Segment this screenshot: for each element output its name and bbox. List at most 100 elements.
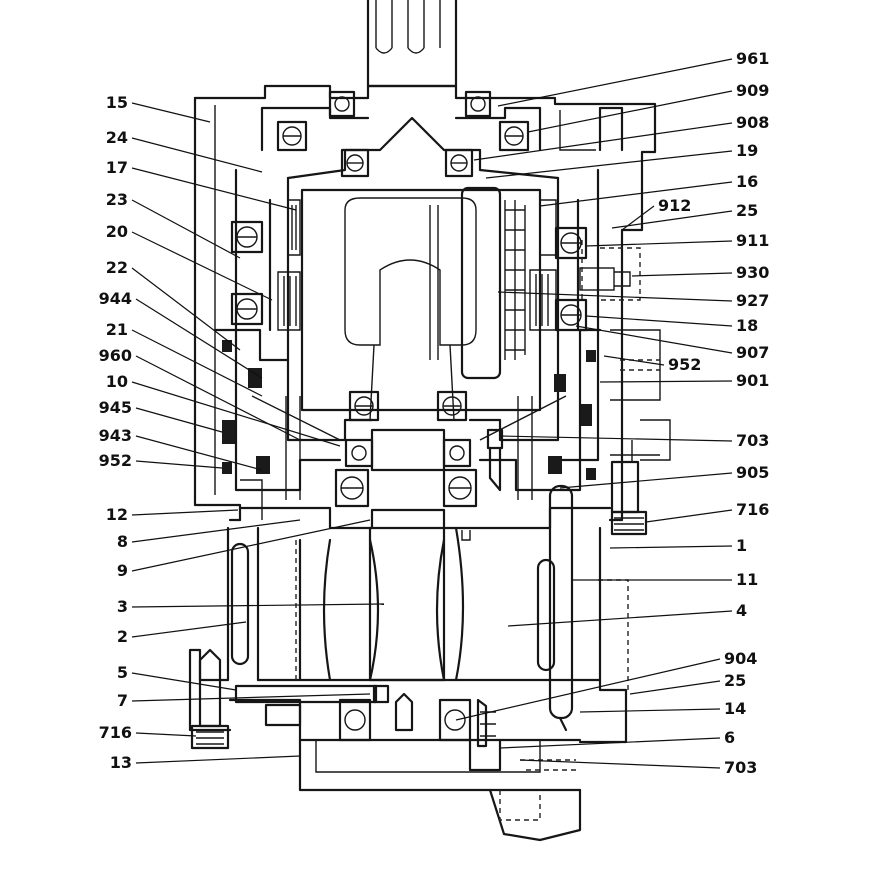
- leader-line: [135, 298, 263, 379]
- part-label: 18: [736, 316, 758, 335]
- leader-line: [131, 603, 385, 608]
- bearing-18: [554, 298, 588, 332]
- leader-line: [609, 545, 733, 549]
- part-label: 1: [736, 536, 747, 555]
- upper-housing: [193, 84, 657, 522]
- part-label: 14: [724, 699, 746, 718]
- output-shaft: [366, 0, 458, 88]
- part-label: 943: [99, 426, 132, 445]
- leader-line: [135, 435, 263, 471]
- part-label: 19: [736, 141, 758, 160]
- part-label: 10: [106, 372, 128, 391]
- bearing-small-right: [442, 438, 472, 468]
- bearing-small-left: [344, 438, 374, 468]
- leader-line: [497, 58, 733, 107]
- leader-line: [599, 380, 733, 383]
- leader-line: [131, 381, 341, 447]
- part-label: 912: [658, 196, 691, 215]
- part-label: 952: [668, 355, 701, 374]
- part-labels: 1524172320229442196010945943952128932577…: [99, 49, 770, 777]
- leader-line: [135, 355, 301, 441]
- leader-line: [611, 210, 733, 229]
- left-ring-gear: [234, 168, 301, 362]
- part-label: 25: [724, 671, 746, 690]
- part-label: 3: [117, 597, 128, 616]
- part-label: 7: [117, 691, 128, 710]
- part-label: 961: [736, 49, 769, 68]
- part-label: 16: [736, 172, 758, 191]
- leader-line: [131, 329, 263, 397]
- leader-line: [629, 680, 721, 695]
- bearing-lower-right: [442, 468, 478, 508]
- part-label: 911: [736, 231, 769, 250]
- leader-line: [135, 460, 223, 469]
- leader-line: [131, 231, 273, 301]
- leader-line: [559, 472, 733, 489]
- bearing-908-left: [340, 148, 370, 178]
- leader-line: [507, 610, 733, 627]
- leader-line: [519, 759, 721, 769]
- part-label: 952: [99, 451, 132, 470]
- part-label: 23: [106, 190, 128, 209]
- lower-housing: [188, 526, 629, 842]
- part-label: 716: [99, 723, 132, 742]
- part-label: 4: [736, 601, 747, 620]
- leader-line: [631, 272, 733, 277]
- leader-line: [539, 181, 733, 207]
- part-label: 22: [106, 258, 128, 277]
- leader-line: [131, 509, 239, 516]
- part-label: 960: [99, 346, 132, 365]
- leader-line: [579, 708, 721, 713]
- part-label: 20: [106, 222, 128, 241]
- part-label: 13: [110, 753, 132, 772]
- bearing-911: [554, 226, 588, 260]
- bearing-23: [230, 220, 264, 254]
- part-label: 927: [736, 291, 769, 310]
- part-label: 15: [106, 93, 128, 112]
- part-label: 8: [117, 532, 128, 551]
- part-label: 901: [736, 371, 769, 390]
- part-label: 716: [736, 500, 769, 519]
- leader-line: [497, 291, 733, 302]
- part-label: 703: [724, 758, 757, 777]
- bearing-mid-left: [348, 390, 380, 422]
- part-label: 904: [724, 649, 757, 668]
- part-label: 5: [117, 663, 128, 682]
- bearing-20: [230, 292, 264, 326]
- leader-line: [499, 435, 733, 442]
- leader-line: [131, 199, 241, 259]
- part-label: 703: [736, 431, 769, 450]
- part-label: 25: [736, 201, 758, 220]
- part-label: 2: [117, 627, 128, 646]
- leader-line: [131, 672, 237, 691]
- part-label: 907: [736, 343, 769, 362]
- leader-line: [131, 519, 301, 543]
- part-label: 17: [106, 158, 128, 177]
- bearing-lower-left: [334, 468, 370, 508]
- part-label: 12: [106, 505, 128, 524]
- bearing-bottom-right: [438, 698, 472, 742]
- bearings: [230, 90, 588, 742]
- bearing-961-left: [328, 90, 356, 118]
- leader-line: [135, 755, 301, 764]
- bearing-961-right: [464, 90, 492, 118]
- part-label: 930: [736, 263, 769, 282]
- bearing-mid-right: [436, 390, 468, 422]
- part-label: 11: [736, 570, 758, 589]
- leader-line: [131, 267, 241, 351]
- part-label: 9: [117, 561, 128, 580]
- leader-line: [485, 150, 733, 179]
- leader-line: [499, 737, 721, 749]
- leader-line: [131, 519, 371, 572]
- leader-line: [455, 658, 721, 721]
- bearing-908-right: [444, 148, 474, 178]
- part-label: 21: [106, 320, 128, 339]
- bearing-909-left: [276, 120, 308, 152]
- seals: [222, 340, 596, 480]
- leader-line: [135, 732, 197, 737]
- carrier-frame: [286, 116, 560, 442]
- leader-line: [645, 509, 733, 523]
- leader-line: [131, 137, 263, 173]
